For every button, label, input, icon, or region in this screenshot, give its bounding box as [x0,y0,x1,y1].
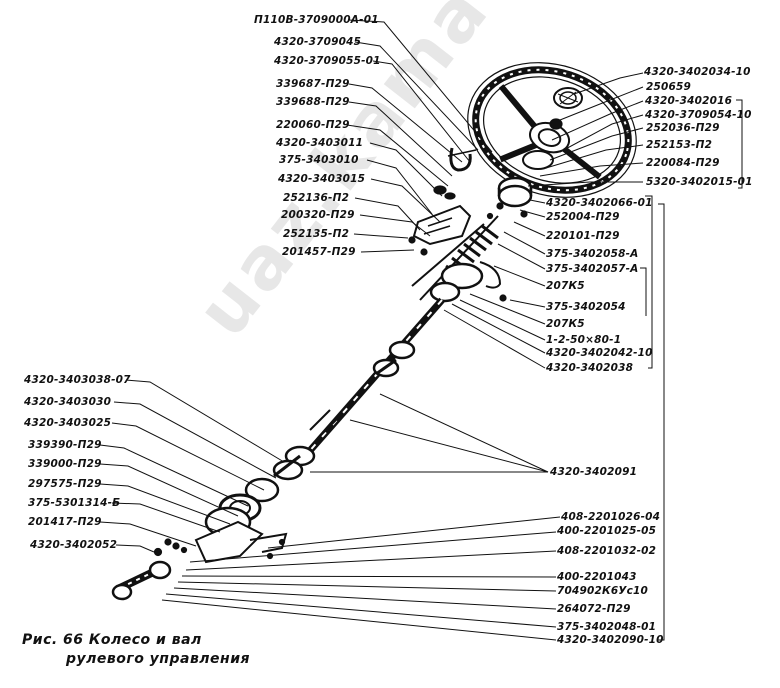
label-4320-3402016: 4320-3402016 [645,95,733,107]
label-4320-3403011: 4320-3403011 [276,137,364,149]
label-4320-3402091: 4320-3402091 [550,466,638,478]
label-297575-p29: 297575-П29 [28,478,102,490]
label-5320-3402015-01: 5320-3402015-01 [646,176,753,188]
figure-caption-line2: рулевого управления [66,651,251,667]
label-200320-p29: 200320-П29 [281,209,355,221]
label-p110v-3709000a-01: П110В-3709000А-01 [254,14,379,26]
label-375-3403010: 375-3403010 [279,154,359,166]
horn-button [549,87,583,130]
label-201457-p29: 201457-П29 [282,246,356,258]
label-375-5301314-b: 375-5301314-Б [28,497,121,509]
label-4320-3709045: 4320-3709045 [274,36,362,48]
label-bearing-1-2-50x80-1: 1-2-50×80-1 [546,334,622,346]
label-264072-p29: 264072-П29 [557,603,631,615]
label-4320-3402066-01: 4320-3402066-01 [546,197,653,209]
label-252135-p2: 252135-П2 [283,228,350,240]
label-220060-p29: 220060-П29 [276,119,350,131]
label-252136-p2: 252136-П2 [283,192,350,204]
label-375-3402058-a: 375-3402058-А [546,248,639,260]
lower-seal-assembly [194,477,288,564]
label-4320-3403015: 4320-3403015 [278,173,366,185]
label-339000-p29: 339000-П29 [28,458,102,470]
label-4320-3403038-07: 4320-3403038-07 [24,374,131,386]
label-207k5-lower: 207К5 [546,318,585,330]
label-207k5-upper: 207К5 [546,280,585,292]
label-400-2201025-05: 400-2201025-05 [557,525,657,537]
steering-wheel [467,62,637,198]
label-4320-3402052: 4320-3402052 [30,539,118,551]
label-4320-3402034-10: 4320-3402034-10 [644,66,751,78]
label-400-2201043: 400-2201043 [557,571,637,583]
gear-input-shaft [111,538,188,601]
steering-shaft [272,297,445,481]
label-339687-p29: 339687-П29 [276,78,350,90]
label-4320-3402038: 4320-3402038 [546,362,634,374]
leader-lines [99,19,743,641]
label-4320-3403030: 4320-3403030 [24,396,112,408]
label-252004-p29: 252004-П29 [546,211,620,223]
label-252036-p29: 252036-П29 [646,122,720,134]
upper-column-parts [486,150,554,220]
label-4320-3402090-10: 4320-3402090-10 [557,634,664,646]
label-339688-p29: 339688-П29 [276,96,350,108]
label-4320-3709054-10: 4320-3709054-10 [645,109,752,121]
label-375-3402054: 375-3402054 [546,301,626,313]
label-408-2201032-02: 408-2201032-02 [557,545,657,557]
column-tube [411,215,507,303]
label-375-3402048-01: 375-3402048-01 [557,621,657,633]
label-4320-3402042-10: 4320-3402042-10 [546,347,653,359]
label-220101-p29: 220101-П29 [546,230,620,242]
label-252153-p2: 252153-П2 [646,139,713,151]
label-408-2201026-04: 408-2201026-04 [561,511,661,523]
label-704902k6us10: 704902К6Ус10 [557,585,649,597]
label-4320-3709055-01: 4320-3709055-01 [274,55,381,67]
label-339390-p29: 339390-П29 [28,439,102,451]
label-4320-3403025: 4320-3403025 [24,417,112,429]
label-220084-p29: 220084-П29 [646,157,720,169]
label-375-3402057-a: 375-3402057-А [546,263,639,275]
figure-caption-line1: Рис. 66 Колесо и вал [22,632,202,648]
label-201417-p29: 201417-П29 [28,516,102,528]
label-250659: 250659 [646,81,692,93]
